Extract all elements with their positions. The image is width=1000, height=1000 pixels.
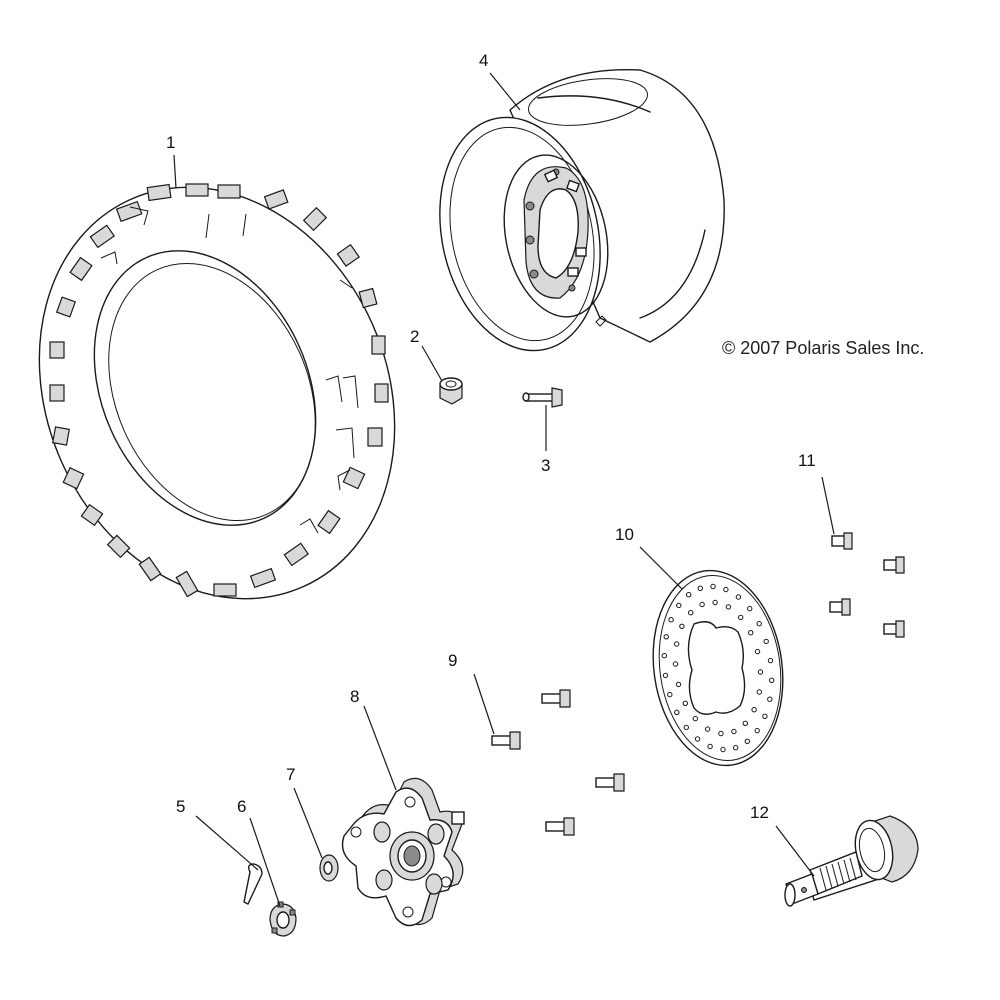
hub-stud-part-9: [491, 689, 625, 836]
callout-10: 10: [615, 525, 634, 544]
cotter-pin-part-5: [243, 863, 263, 905]
callout-5: 5: [176, 797, 185, 816]
tire-part-1: [38, 183, 396, 600]
callout-9: 9: [448, 651, 457, 670]
callout-1: 1: [166, 133, 175, 152]
washer-part-7: [319, 854, 339, 882]
nut-part-2: [439, 377, 463, 405]
leader-lines: [173, 72, 835, 907]
hub-part-8: [341, 777, 465, 927]
callouts: 1 2 3 4 5 6 7 8 9 10 11 12: [166, 51, 816, 822]
callout-8: 8: [350, 687, 359, 706]
castle-nut-part-6: [269, 901, 297, 937]
disc-bolt-part-11: [829, 532, 905, 638]
copyright-notice: © 2007 Polaris Sales Inc.: [722, 338, 925, 358]
callout-3: 3: [541, 456, 550, 475]
axle-shaft-part-12: [784, 815, 919, 907]
brake-disc-part-10: [652, 569, 784, 767]
rim-part-4: [439, 68, 725, 352]
stud-part-3: [522, 387, 563, 408]
callout-6: 6: [237, 797, 246, 816]
callout-2: 2: [410, 327, 419, 346]
callout-7: 7: [286, 765, 295, 784]
callout-11: 11: [798, 451, 816, 470]
callout-12: 12: [750, 803, 769, 822]
callout-4: 4: [479, 51, 488, 70]
